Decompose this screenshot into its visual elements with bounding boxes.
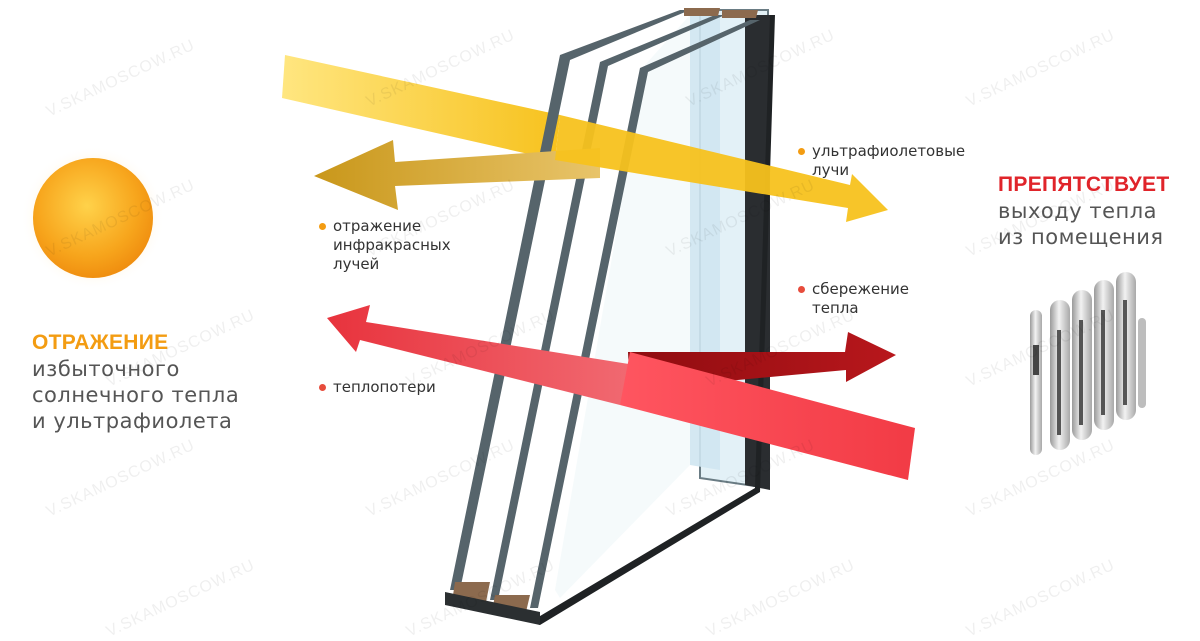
left-headline: ОТРАЖЕНИЕ избыточного солнечного тепла и… <box>32 330 239 434</box>
label-ir-reflection: отражение инфракрасных лучей <box>319 217 451 274</box>
sun-icon <box>21 146 165 290</box>
label-heat-loss: теплопотери <box>319 378 436 397</box>
loss-line-1: теплопотери <box>333 378 436 396</box>
room-heat-band <box>620 352 915 480</box>
saving-line-1: сбережение <box>812 280 910 298</box>
orange-bullet-icon <box>798 148 805 155</box>
right-line-2: из помещения <box>998 225 1164 249</box>
triple-glazed-window-illustration <box>445 8 775 625</box>
red-bullet-icon <box>798 286 805 293</box>
left-heading: ОТРАЖЕНИЕ <box>32 331 169 354</box>
incoming-sun-beam <box>282 55 560 160</box>
ir-line-3: лучей <box>333 255 380 273</box>
uv-ray-arrow <box>555 115 888 222</box>
ir-line-1: отражение <box>333 217 422 235</box>
red-bullet-icon <box>319 384 326 391</box>
heat-loss-arrow <box>327 305 635 405</box>
left-line-2: солнечного тепла <box>32 383 240 407</box>
saving-line-2: тепла <box>812 299 859 317</box>
right-heading: ПРЕПЯТСТВУЕТ <box>998 173 1170 196</box>
orange-bullet-icon <box>319 223 326 230</box>
right-headline: ПРЕПЯТСТВУЕТ выходу тепла из помещения <box>998 172 1169 250</box>
ir-line-2: инфракрасных <box>333 236 451 254</box>
label-uv-rays: ультрафиолетовые лучи <box>798 142 966 180</box>
right-line-1: выходу тепла <box>998 199 1158 223</box>
uv-line-1: ультрафиолетовые <box>812 142 966 160</box>
reflected-infrared-arrow <box>314 140 600 210</box>
radiator-icon <box>1030 272 1146 455</box>
left-line-3: и ультрафиолета <box>32 409 233 433</box>
uv-line-2: лучи <box>812 161 850 179</box>
left-line-1: избыточного <box>32 357 180 381</box>
label-heat-saving: сбережение тепла <box>798 280 910 318</box>
